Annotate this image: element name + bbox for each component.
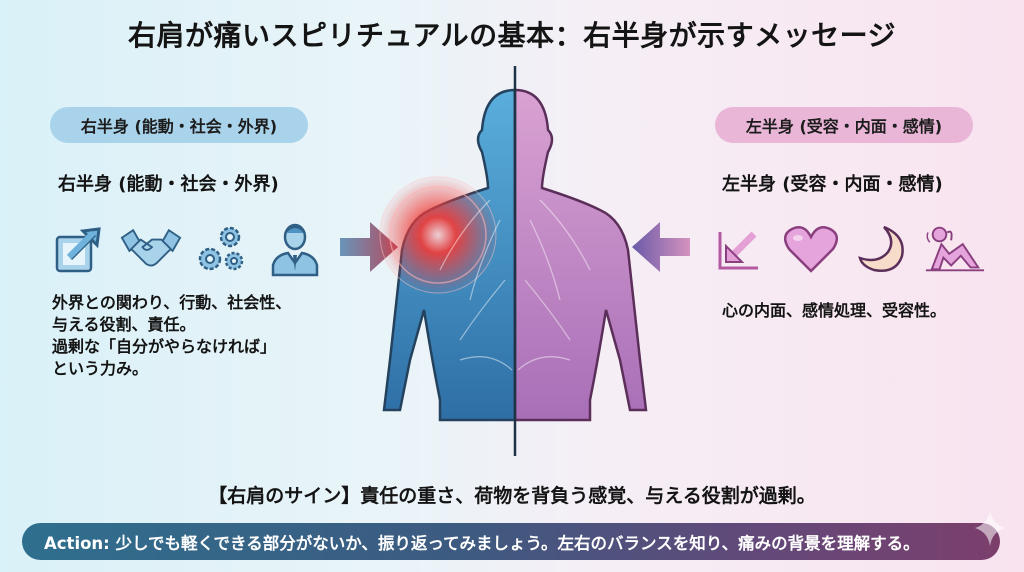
description-line: 外界との関わり、行動、社会性、 bbox=[52, 293, 292, 312]
left-side-pill: 左半身 (受容・内面・感情) bbox=[715, 107, 973, 143]
description-line: 与える役割、責任。 bbox=[52, 315, 196, 334]
handshake-icon bbox=[120, 220, 182, 278]
right-shoulder-sign: 【右肩のサイン】責任の重さ、荷物を背負う感覚、与える役割が過剰。 bbox=[208, 485, 816, 507]
reclining-person-icon bbox=[924, 220, 986, 278]
left-side-icons bbox=[708, 220, 986, 278]
businessman-icon bbox=[264, 220, 326, 278]
gears-icon bbox=[192, 220, 254, 278]
left-side-heading: 左半身 (受容・内面・感情) bbox=[722, 174, 943, 195]
description-line: という力み。 bbox=[52, 359, 149, 378]
inward-arrow-icon bbox=[708, 220, 770, 278]
action-banner: Action: 少しでも軽くできる部分がないか、振り返ってみましょう。左右のバラ… bbox=[22, 523, 1000, 560]
sparkle-icon bbox=[975, 510, 1005, 546]
heart-icon bbox=[780, 220, 842, 278]
left-side-description: 心の内面、感情処理、受容性。 bbox=[722, 300, 1022, 322]
right-side-icons bbox=[48, 220, 326, 278]
right-side-pill: 右半身 (能動・社会・外界) bbox=[50, 107, 308, 143]
right-side-description: 外界との関わり、行動、社会性、 与える役割、責任。 過剰な「自分がやらなければ」… bbox=[52, 292, 342, 380]
description-line: 心の内面、感情処理、受容性。 bbox=[722, 301, 947, 320]
outward-arrow-icon bbox=[48, 220, 110, 278]
crescent-moon-icon bbox=[852, 220, 914, 278]
action-text: Action: 少しでも軽くできる部分がないか、振り返ってみましょう。左右のバラ… bbox=[44, 533, 920, 553]
page-title: 右肩が痛いスピリチュアルの基本：右半身が示すメッセージ bbox=[127, 19, 897, 52]
description-line: 過剰な「自分がやらなければ」 bbox=[52, 337, 277, 356]
right-side-heading: 右半身 (能動・社会・外界) bbox=[58, 174, 279, 195]
human-back-figure bbox=[330, 60, 700, 480]
